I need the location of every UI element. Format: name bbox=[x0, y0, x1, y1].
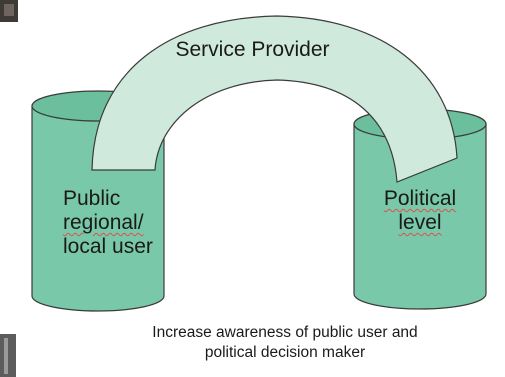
caption: Increase awareness of public user and po… bbox=[60, 323, 505, 363]
public-user-line-3: local user bbox=[63, 235, 153, 259]
caption-line-1: Increase awareness of public user and bbox=[152, 324, 418, 341]
service-provider-label: Service Provider bbox=[175, 38, 330, 61]
political-level-label: Political level bbox=[352, 187, 488, 235]
photo-fragment-top bbox=[0, 0, 18, 22]
service-provider-arch bbox=[91, 15, 458, 183]
political-level-line-1: Political bbox=[383, 187, 457, 210]
public-user-line-2: regional/ bbox=[63, 211, 144, 235]
political-level-line-2: level bbox=[398, 211, 442, 235]
photo-fragment-bottom bbox=[0, 334, 16, 377]
caption-line-2: political decision maker bbox=[204, 344, 366, 362]
public-user-label: Public regional/ local user bbox=[63, 187, 153, 259]
public-user-line-1: Public bbox=[63, 187, 121, 210]
